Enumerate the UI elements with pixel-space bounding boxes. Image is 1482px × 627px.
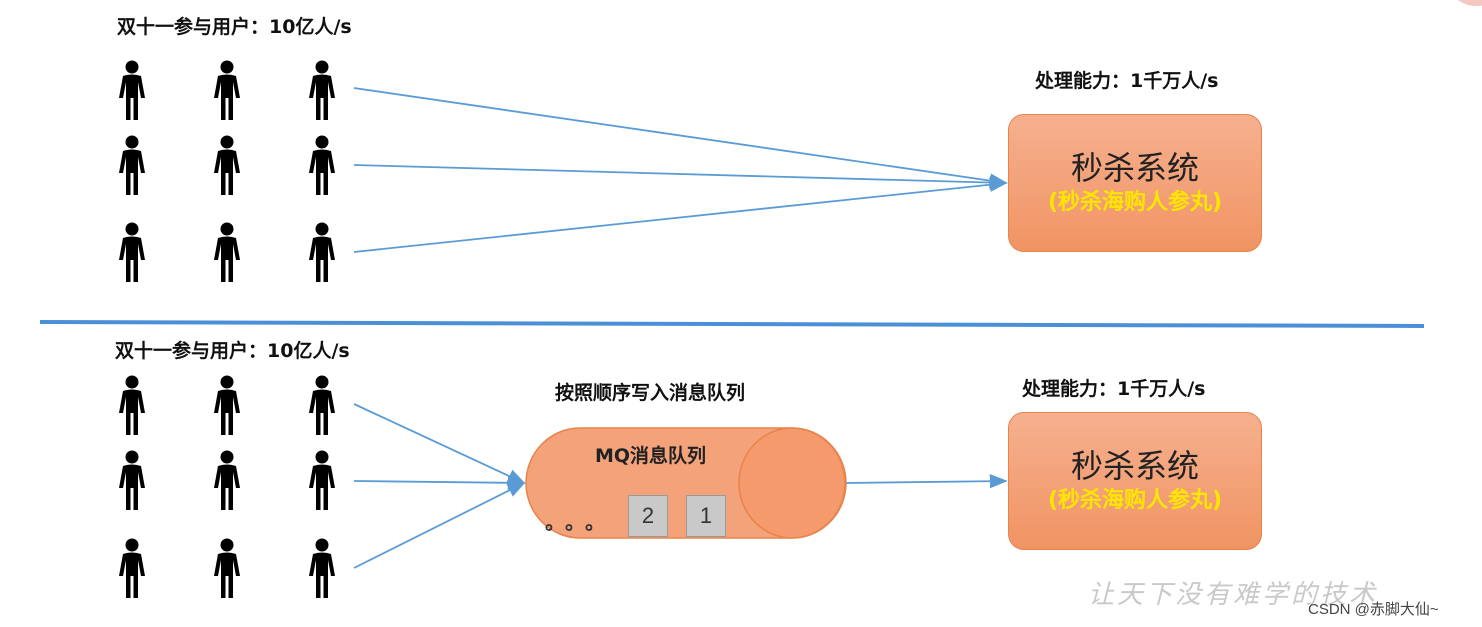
arrow [353, 164, 1008, 190]
person-icon [309, 450, 335, 510]
mq-queue-cylinder [525, 427, 847, 539]
person-icon [309, 135, 335, 195]
arrow [353, 403, 526, 484]
queue-caption: 按照顺序写入消息队列 [555, 382, 746, 404]
arrow [353, 475, 526, 491]
arrow [353, 177, 1008, 253]
person-icon [119, 135, 145, 195]
system-title: 秒杀系统 [1070, 149, 1199, 187]
person-icon [214, 375, 240, 435]
top-users-label: 双十一参与用户：10亿人/s [117, 16, 352, 38]
queue-item: 2 [628, 495, 668, 537]
person-icon [309, 375, 335, 435]
person-icon [214, 538, 240, 598]
person-icon [119, 60, 145, 120]
person-icon [309, 222, 335, 282]
mq-title: MQ消息队列 [595, 445, 707, 467]
system-title: 秒杀系统 [1070, 447, 1199, 485]
queue-ellipsis: 。。。 [545, 510, 615, 534]
section-divider [39, 320, 1425, 328]
person-icon [309, 538, 335, 598]
corner-decoration [1452, 0, 1482, 6]
watermark-text: 让天下没有难学的技术 [1088, 580, 1379, 610]
person-icon [214, 450, 240, 510]
person-icon [214, 135, 240, 195]
bottom-user-group [119, 375, 335, 598]
person-icon [214, 222, 240, 282]
arrow [353, 87, 1008, 188]
bottom-capacity-label: 处理能力：1千万人/s [1022, 378, 1206, 400]
bottom-seckill-system-box: 秒杀系统 (秒杀海购人参丸) [1008, 412, 1262, 550]
person-icon [309, 60, 335, 120]
arrow [353, 482, 526, 569]
person-icon [119, 450, 145, 510]
csdn-attribution: CSDN @赤脚大仙~ [1308, 601, 1439, 618]
system-subtitle: (秒杀海购人参丸) [1047, 190, 1223, 215]
person-icon [119, 538, 145, 598]
person-icon [119, 375, 145, 435]
top-seckill-system-box: 秒杀系统 (秒杀海购人参丸) [1008, 114, 1262, 252]
arrow [845, 474, 1008, 489]
person-icon [214, 60, 240, 120]
queue-item: 1 [686, 495, 726, 537]
top-user-group [119, 60, 335, 282]
person-icon [119, 222, 145, 282]
bottom-users-label: 双十一参与用户：10亿人/s [115, 340, 350, 362]
top-capacity-label: 处理能力：1千万人/s [1035, 70, 1219, 92]
system-subtitle: (秒杀海购人参丸) [1047, 488, 1223, 513]
